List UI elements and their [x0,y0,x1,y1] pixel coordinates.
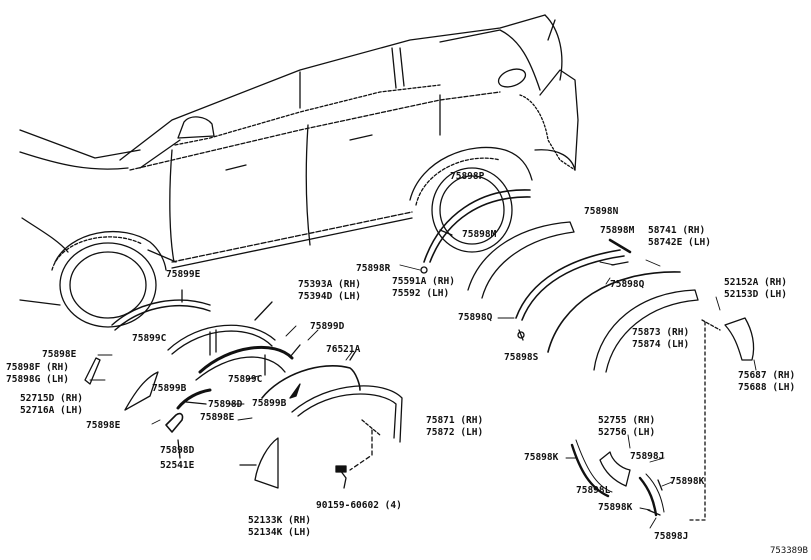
part-label-75687: 75687 (RH) [738,370,796,381]
part-label-58742E: 58742E (LH) [648,237,711,248]
part-label-75898D: 75898D [160,445,195,456]
part-label-75688: 75688 (LH) [738,382,796,393]
bolt-icon [335,465,347,489]
part-label-52716A: 52716A (LH) [20,405,83,416]
part-label-75898R: 75898R [356,263,391,274]
part-label-52715D: 52715D (RH) [20,393,83,404]
part-label-52153D: 52153D (LH) [724,289,787,300]
part-label-76521A: 76521A [326,344,361,355]
part-label-75898E: 75898E [200,412,235,423]
part-label-75898K: 75898K [670,476,705,487]
part-label-75898S: 75898S [504,352,539,363]
vehicle-outline [19,14,579,328]
part-label-75898F: 75898F (RH) [6,362,69,373]
part-label-75898L: 75898L [576,485,611,496]
part-label-75898P: 75898P [450,171,485,182]
part-label-75898J: 75898J [630,451,665,462]
part-label-90159-60602: 90159-60602 (4) [316,500,402,511]
part-label-75898E: 75898E [42,349,77,360]
part-label-75874: 75874 (LH) [632,339,690,350]
part-label-75898E: 75898E [86,420,121,431]
part-label-75898G: 75898G (LH) [6,374,69,385]
part-label-75591A: 75591A (RH) [392,276,455,287]
front-parts [84,289,403,489]
part-label-75899B: 75899B [252,398,287,409]
part-label-75898M: 75898M [462,229,497,240]
part-label-75898J: 75898J [654,531,689,542]
part-label-75898N: 75898N [584,206,619,217]
part-label-75898K: 75898K [524,452,559,463]
part-label-75899E: 75899E [166,269,201,280]
part-label-52133K: 52133K (RH) [248,515,311,526]
part-label-52152A: 52152A (RH) [724,277,787,288]
part-label-58741: 58741 (RH) [648,225,706,236]
part-label-52756: 52756 (LH) [598,427,656,438]
part-label-52755: 52755 (RH) [598,415,656,426]
part-label-75592: 75592 (LH) [392,288,450,299]
part-label-75898Q: 75898Q [458,312,493,323]
rear-parts [420,189,755,521]
part-label-75899B: 75899B [152,383,187,394]
part-label-75899C: 75899C [132,333,167,344]
part-label-75873: 75873 (RH) [632,327,690,338]
part-label-75394D: 75394D (LH) [298,291,361,302]
part-label-52541E: 52541E [160,460,195,471]
part-label-75899D: 75899D [310,321,345,332]
part-label-75898M: 75898M [600,225,635,236]
leader-lines [89,259,757,529]
part-label-75872: 75872 (LH) [426,427,484,438]
part-label-75898Q: 75898Q [610,279,645,290]
part-label-75899C: 75899C [228,374,263,385]
part-label-75898D: 75898D [208,399,243,410]
part-label-75898K: 75898K [598,502,633,513]
part-label-75871: 75871 (RH) [426,415,484,426]
diagram-id: 753389B [770,546,808,556]
part-label-52134K: 52134K (LH) [248,527,311,538]
part-label-75393A: 75393A (RH) [298,279,361,290]
